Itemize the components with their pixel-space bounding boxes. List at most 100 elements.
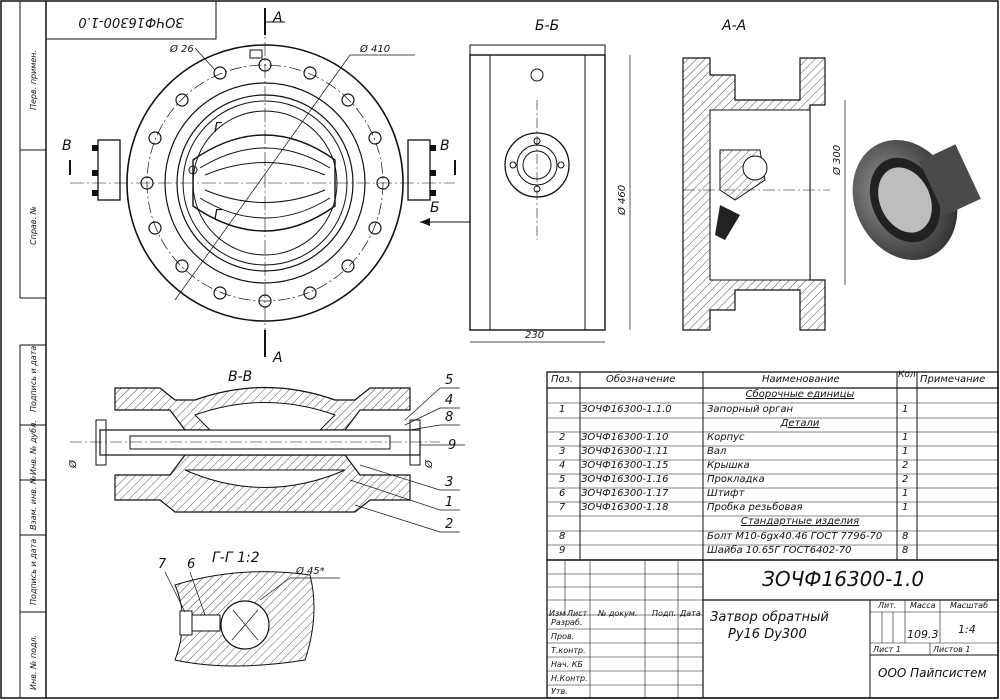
code-top-mirrored: ЗОЧФ16300-1.0 bbox=[78, 14, 183, 29]
spec-cell-pos: 6 bbox=[559, 488, 566, 499]
side-label: Подпись и дата bbox=[29, 346, 38, 412]
spec-cell-qty: 2 bbox=[902, 460, 909, 471]
section-vv-title: В-В bbox=[228, 369, 252, 385]
scale-value: 1:4 bbox=[958, 623, 976, 636]
side-label: Перв. примен. bbox=[29, 50, 38, 110]
spec-cell-pos: 5 bbox=[559, 474, 566, 485]
side-label: Инв. № дубл. bbox=[29, 420, 38, 475]
doc-code: ЗОЧФ16300-1.0 bbox=[762, 567, 925, 591]
label-a-bottom: А bbox=[272, 350, 283, 366]
section-aa-title: А-А bbox=[721, 18, 746, 34]
spec-cell-pos: 9 bbox=[559, 545, 566, 556]
title-block bbox=[546, 559, 999, 699]
spec-cell-code: ЗОЧФ16300-1.16 bbox=[581, 474, 669, 485]
spec-header-name: Наименование bbox=[762, 374, 840, 385]
callout-9: 9 bbox=[448, 438, 456, 453]
side-label: Инв. № подл. bbox=[29, 635, 38, 690]
iso-render bbox=[852, 139, 981, 261]
spec-cell-name: Вал bbox=[707, 446, 727, 457]
spec-cell-name: Болт М10-6gх40.46 ГОСТ 7796-70 bbox=[707, 531, 883, 542]
callout-5: 5 bbox=[445, 373, 453, 388]
side-strip: Перв. примен. Справ. № Подпись и дата Ин… bbox=[29, 50, 38, 690]
spec-cell-pos: 4 bbox=[559, 460, 566, 471]
spec-cell-code: ЗОЧФ16300-1.10 bbox=[581, 432, 669, 443]
dim-d410: Ø 410 bbox=[359, 43, 390, 55]
callout-7: 7 bbox=[158, 557, 167, 572]
dim-d300: Ø 300 bbox=[831, 145, 843, 176]
side-label: Справ. № bbox=[29, 206, 38, 245]
dim-d460: Ø 460 bbox=[616, 185, 628, 216]
spec-cell-name: Пробка резьбовая bbox=[707, 502, 803, 513]
spec-cell-code: ЗОЧФ16300-1.1.0 bbox=[581, 404, 672, 415]
company-name: ООО Пайпсистем bbox=[878, 666, 987, 680]
role-tkontr: Т.контр. bbox=[551, 646, 586, 655]
section-gg-title: Г-Г 1:2 bbox=[212, 550, 260, 566]
section-bb-title: Б-Б bbox=[535, 18, 559, 34]
callout-1: 1 bbox=[445, 495, 453, 510]
spec-table bbox=[546, 371, 999, 561]
front-view: Ø 410 Ø 26 А А В В Б Г Г bbox=[62, 8, 470, 366]
spec-cell-code: ЗОЧФ16300-1.17 bbox=[581, 488, 669, 499]
col-izm: Изм bbox=[549, 609, 566, 618]
label-b-right: Б bbox=[430, 200, 440, 216]
spec-section-header: Стандартные изделия bbox=[740, 516, 860, 527]
spec-cell-qty: 8 bbox=[902, 545, 909, 556]
code-box bbox=[45, 0, 217, 40]
dim-d26: Ø 26 bbox=[169, 43, 194, 55]
spec-cell-pos: 1 bbox=[559, 404, 566, 415]
spec-cell-pos: 3 bbox=[559, 446, 566, 457]
scale-label: Масштаб bbox=[950, 601, 989, 610]
sheets-label: Листов 1 bbox=[933, 645, 971, 654]
spec-header-pos: Поз. bbox=[551, 374, 574, 385]
side-label: Взам. инв. № bbox=[29, 476, 38, 530]
section-bb: Б-Б Ø 460 230 bbox=[469, 18, 631, 343]
label-a-top: А bbox=[272, 10, 283, 26]
spec-cell-name: Прокладка bbox=[707, 474, 765, 485]
callout-3: 3 bbox=[445, 475, 453, 490]
spec-cell-name: Крышка bbox=[707, 460, 750, 471]
col-date: Дата bbox=[680, 609, 701, 618]
spec-cell-pos: 2 bbox=[559, 432, 566, 443]
section-vv: В-В Ø Ø 5 4 8 9 3 1 2 bbox=[67, 369, 465, 533]
spec-cell-code: ЗОЧФ16300-1.18 bbox=[581, 502, 669, 513]
spec-cell-pos: 8 bbox=[559, 531, 566, 542]
spec-section-header: Детали bbox=[780, 418, 820, 429]
label-v-left: В bbox=[62, 138, 72, 154]
callout-2: 2 bbox=[445, 517, 453, 532]
doc-title-line1: Затвор обратный bbox=[710, 610, 829, 625]
role-utv: Утв. bbox=[551, 687, 568, 696]
spec-cell-pos: 7 bbox=[559, 502, 566, 513]
doc-title-line2: Ру16 Dу300 bbox=[728, 627, 807, 642]
spec-cell-qty: 1 bbox=[902, 432, 909, 443]
spec-cell-qty: 2 bbox=[902, 474, 909, 485]
label-g-bottom: Г bbox=[214, 208, 223, 223]
side-label: Подпись и дата bbox=[29, 539, 38, 605]
spec-header-qty: Кол bbox=[898, 370, 916, 380]
col-docnum: № докум. bbox=[598, 609, 638, 618]
dim-w230: 230 bbox=[525, 330, 544, 341]
role-razrab: Разраб. bbox=[551, 618, 583, 627]
spec-cell-name: Шайба 10.65Г ГОСТ6402-70 bbox=[707, 545, 852, 556]
col-list: Лист bbox=[567, 609, 588, 618]
mass-label: Масса bbox=[910, 601, 936, 610]
section-gg: Г-Г 1:2 Ø 45* 7 6 bbox=[158, 550, 340, 667]
spec-header-note: Примечание bbox=[920, 374, 986, 385]
spec-section-header: Сборочные единицы bbox=[745, 389, 855, 400]
spec-cell-qty: 8 bbox=[902, 531, 909, 542]
role-nkontr: Н.Контр. bbox=[551, 674, 588, 683]
spec-cell-qty: 1 bbox=[902, 404, 909, 415]
dim-d45: Ø 45* bbox=[295, 565, 325, 577]
spec-cell-code: ЗОЧФ16300-1.11 bbox=[581, 446, 669, 457]
callout-8: 8 bbox=[445, 410, 453, 425]
mass-value: 109.3 bbox=[907, 628, 939, 641]
spec-cell-qty: 1 bbox=[902, 488, 909, 499]
section-aa: А-А Ø 300 bbox=[682, 18, 846, 331]
callout-4: 4 bbox=[445, 393, 453, 408]
spec-cell-qty: 1 bbox=[902, 502, 909, 513]
spec-cell-qty: 1 bbox=[902, 446, 909, 457]
sheet-label: Лист 1 bbox=[873, 645, 901, 654]
dim-dia-left: Ø bbox=[67, 459, 79, 469]
role-nachkb: Нач. КБ bbox=[551, 660, 583, 669]
